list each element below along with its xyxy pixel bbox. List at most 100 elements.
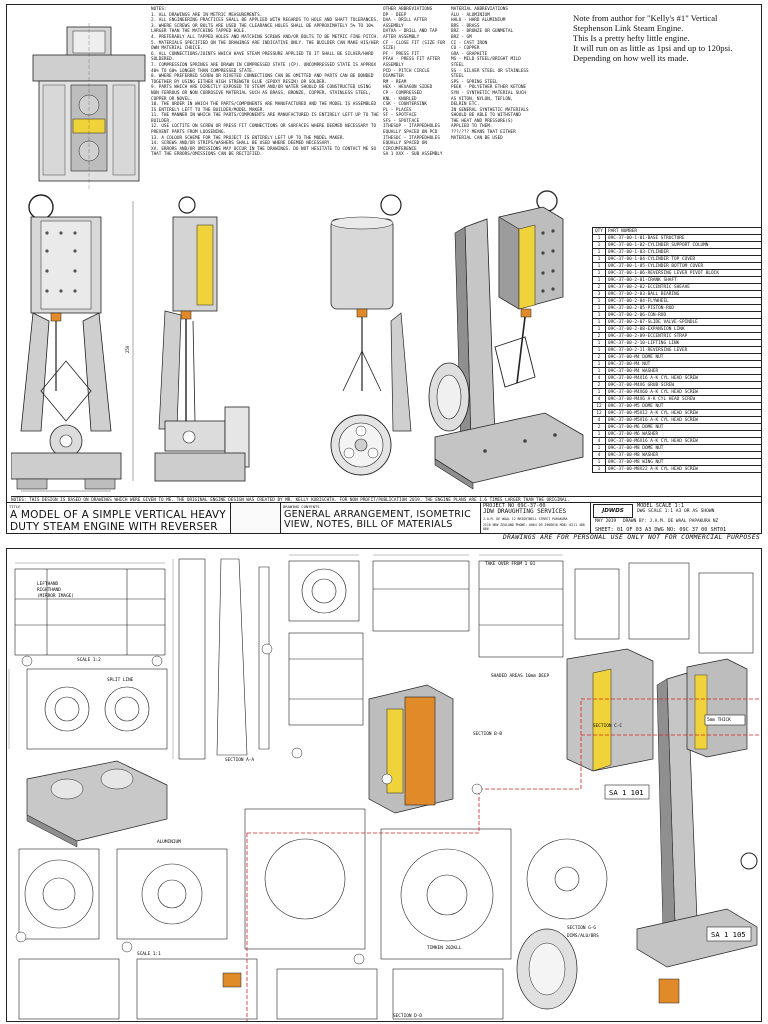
jdwds-logo: JDWDS — [593, 504, 633, 518]
bom-qty: 1 — [592, 276, 606, 284]
bom-part: 09C-37-00-1-02-CYLINDER SUPPORT COLUMN — [604, 241, 761, 249]
bom-qty: 1 — [592, 444, 606, 452]
bom-qty: 1 — [592, 318, 606, 326]
bom-part: 09C-37-00-2-05-PISTON-ROD — [604, 304, 761, 312]
bom-header-row: QTY PART NUMBER — [592, 227, 761, 235]
note-line: 1. ALL DRAWINGS ARE IN METRIC MEASUREMEN… — [151, 12, 263, 18]
bom-part: 09C-37-00-2-06-CON-ROD — [604, 311, 761, 319]
abbreviation-line: SF - SPOTFACE — [383, 113, 417, 119]
righthand-label: RIGHTHAND — [37, 587, 61, 593]
bom-qty: 1 — [592, 346, 606, 354]
bom-part: 09C-37-00-M4x16 A-K CYL HEAD SCREW — [604, 374, 761, 382]
bom-part: 09C-37-00-2-09-ECCENTRIC STRAP — [604, 332, 761, 340]
abbreviation-line: SA 1 XXX - SUB ASSEMBLY — [383, 152, 443, 158]
bom-part: 09C-37-00-2-08-EXPANSION LINK — [604, 325, 761, 333]
bom-qty: 4 — [592, 437, 606, 445]
bom-part: 09C-37-00-2-04-FLYWHEEL — [604, 297, 761, 305]
note-line: 2. ALL ENGINEERING PRACTICES SHALL BE AP… — [151, 18, 379, 24]
section-gg-label: SECTION G-G — [567, 925, 596, 931]
note-line: NOTES: — [151, 7, 167, 12]
drawing-sheet-2: SA 1 101 SA 1 105 SECTION A-A SECTION B-… — [6, 548, 762, 1022]
note-line: 10. THE ORDER IN WHICH THE PARTS/COMPONE… — [151, 102, 377, 113]
material-abbreviation-line: MS - MILD STEEL/BRIGHT MILD STEEL — [451, 57, 521, 68]
abbreviation-line: DAA - DRILL AFTER ASSEMBLY — [383, 18, 427, 29]
bom-qty: 1 — [592, 360, 606, 368]
bom-part: 09C-37-00-2-10-LIFTING LINK — [604, 339, 761, 347]
abbreviation-line: PFAA - PRESS FIT AFTER ASSEMBLY — [383, 57, 440, 68]
author-note-line: This Is a pretty hefty little engine. — [573, 33, 690, 43]
title-cell: TITLE A MODEL OF A SIMPLE VERTICAL HEAVY… — [7, 503, 231, 533]
abbreviation-line: KNL - KNURLED — [383, 96, 417, 102]
author-note-line: Stephenson Link Steam Engine. — [573, 23, 684, 33]
bom-qty: 1 — [592, 241, 606, 249]
author-note-line: Depending on how well its made. — [573, 53, 689, 63]
bom-part: 09C-37-00-1-06-REVERSING LEVER PIVOT BLO… — [604, 269, 761, 277]
company-address-2: 2110 NEW ZEALAND PHONE: 0064 09 2988616 … — [483, 522, 585, 531]
split-line-label: SPLIT LINE — [107, 677, 134, 683]
title-label: TITLE — [9, 504, 21, 509]
abbreviation-line: RM - REAM — [383, 79, 407, 85]
bom-part: 09C-37-00-M8 WING NUT — [604, 458, 761, 466]
bom-qty: 1 — [592, 255, 606, 263]
bom-qty: 2 — [592, 283, 606, 291]
bom-qty: 3 — [592, 290, 606, 298]
scale-label-b: SCALE 1:1 — [137, 951, 161, 957]
bom-qty: 1 — [592, 234, 606, 242]
bom-qty: 4 — [592, 395, 606, 403]
timken-label: TIMKEN 202KLL — [427, 945, 462, 951]
note-line: 8. WHERE PREFERRED SCREW OR RIVETED CONN… — [151, 74, 374, 85]
bom-qty: 2 — [592, 332, 606, 340]
bom-part: 09C-37-00-1-05-CYLINDER BOTTOM COVER — [604, 262, 761, 270]
note-line: 13. A COLOUR SCHEME FOR THE PROJECT IS E… — [151, 135, 346, 141]
abbreviation-line: DP - DEEP — [383, 12, 407, 18]
drawing-contents: GENERAL ARRANGEMENT, ISOMETRIC VIEW, NOT… — [284, 509, 472, 531]
design-footnote: NOTES: THIS DESIGN IS BASED ON DRAWINGS … — [11, 496, 761, 503]
bom-qty: 2 — [592, 381, 606, 389]
bom-qty: 1 — [592, 311, 606, 319]
title-block: TITLE A MODEL OF A SIMPLE VERTICAL HEAVY… — [7, 502, 761, 533]
bom-qty: 1 — [592, 367, 606, 375]
author-note-line: Note from author for "Kelly's #1" Vertic… — [573, 13, 718, 23]
author-note-line: It will run on as little as 1psi and up … — [573, 43, 733, 53]
take-over-label: TAKE OVER FROM 1 01 — [485, 561, 536, 567]
bom-qty: 1 — [592, 304, 606, 312]
abbreviation-line: CF - CLOSE FIT (SIZE FOR SIZE) — [383, 40, 446, 52]
bom-part: 09C-37-00-M4x6 GRUB SCREW — [604, 381, 761, 389]
material-abbreviation-line: SPS - SPRING STEEL — [451, 79, 498, 85]
bom-part: 09C-37-00-2-02-ECCENTRIC SHEAVE — [604, 283, 761, 291]
material-abbreviation-line: PEEK - POLYETHER ETHER KETONE — [451, 85, 527, 91]
dims-label: DIMS/ALU/BRS — [567, 933, 599, 939]
abbreviation-line: OTHER ABBREVIATIONS — [383, 7, 433, 12]
abbreviation-line: HEX - HEXAGON SIDED — [383, 85, 433, 91]
bom-qty: 1 — [592, 339, 606, 347]
material-abbreviation-line: BRZ - BRONZE OR GUNMETAL — [451, 29, 514, 35]
note-line: 6. ALL CONNECTIONS/JOINTS WHICH HAVE STE… — [151, 51, 374, 63]
material-abbreviation-line: GRA - GRAPHITE — [451, 51, 488, 57]
bom-qty: 4 — [592, 416, 606, 424]
note-line: 11. THE MANNER IN WHICH THE PARTS/COMPON… — [151, 113, 379, 124]
top-view-drawing — [32, 23, 146, 191]
bom-part: 09C-37-00-M4 DOME NUT — [604, 353, 761, 361]
drawing-title: A MODEL OF A SIMPLE VERTICAL HEAVY DUTY … — [10, 509, 226, 533]
bom-part: 09C-37-00-1-01-BASE STRUCTURE — [604, 234, 761, 242]
bom-qty: 1 — [592, 465, 606, 473]
abbreviation-line: CSK - COUNTERSINK — [383, 102, 427, 108]
drawing-scale: DWG SCALE 1:1 A3 OR AS SHOWN — [637, 509, 715, 514]
